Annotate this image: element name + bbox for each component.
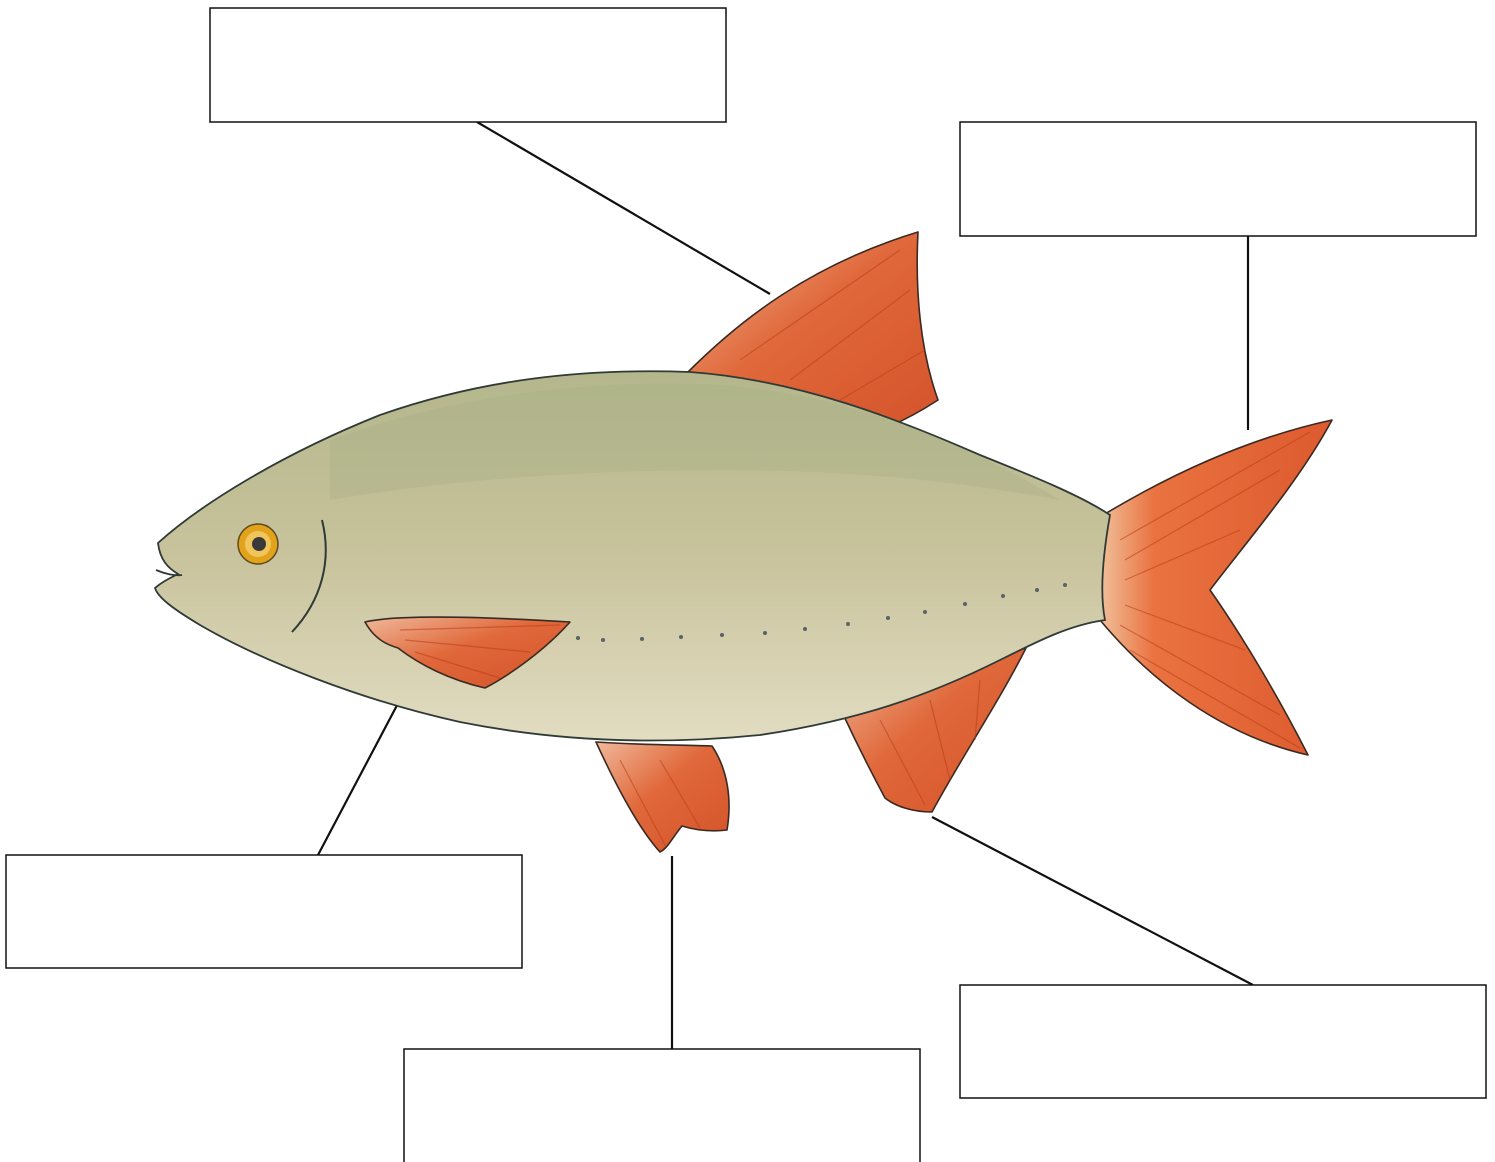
anal-fin-leader-line — [932, 817, 1253, 985]
dorsal-fin-leader-line — [477, 122, 770, 294]
anal-fin-label[interactable] — [960, 985, 1486, 1098]
tail-fin-label[interactable] — [960, 122, 1476, 236]
tail-fin-label-box[interactable] — [960, 122, 1476, 236]
dorsal-fin-label-box[interactable] — [210, 8, 726, 122]
pelvic-fin — [596, 742, 729, 852]
pelvic-fin-label[interactable] — [404, 1049, 920, 1162]
anal-fin-label-box[interactable] — [960, 985, 1486, 1098]
pectoral-fin-label[interactable] — [6, 855, 522, 968]
pelvic-fin-label-box[interactable] — [404, 1049, 920, 1162]
eye-pupil — [252, 537, 266, 551]
dorsal-fin-label[interactable] — [210, 8, 726, 122]
pectoral-fin-label-box[interactable] — [6, 855, 522, 968]
fish-illustration — [155, 232, 1332, 852]
tail-fin — [1095, 420, 1332, 755]
